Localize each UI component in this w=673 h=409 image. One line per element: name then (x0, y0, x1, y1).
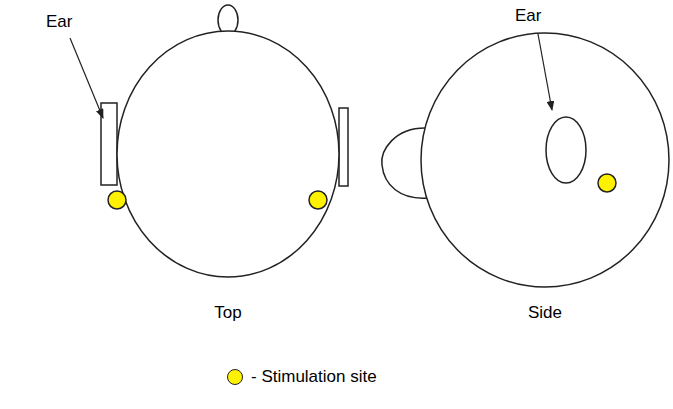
stimulation-site (309, 191, 327, 209)
right-ear (339, 108, 348, 186)
stimulation-site (598, 174, 616, 192)
legend-swatch (227, 369, 243, 385)
leader-arrow (70, 38, 103, 118)
legend-text: - Stimulation site (251, 367, 377, 387)
head-side (421, 33, 669, 287)
leader-arrow (538, 34, 552, 110)
view-label: Side (528, 303, 562, 323)
view-label: Top (214, 303, 241, 323)
head-top (117, 31, 339, 277)
stimulation-site (108, 191, 126, 209)
ear (546, 117, 586, 183)
part-label: Ear (515, 6, 541, 26)
left-ear (101, 103, 117, 185)
part-label: Ear (46, 12, 72, 32)
